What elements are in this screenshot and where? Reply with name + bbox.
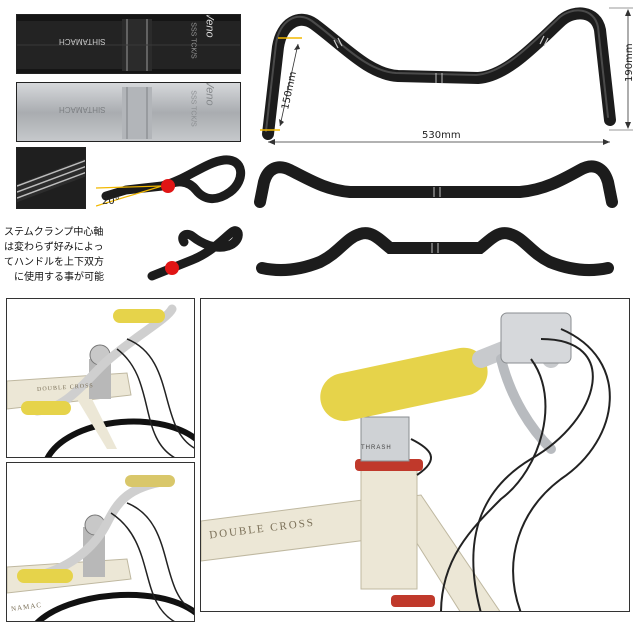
side-profile-down (147, 226, 243, 281)
silver-detail-text: SSS TCK/S (189, 90, 197, 127)
width-dimension-label: 530mm (422, 130, 461, 141)
closeup-brand-text: Veno (203, 14, 216, 38)
bike-photo-upper-left: DOUBLE CROSS (6, 298, 195, 458)
silver-model-text: SIHTAMACH (59, 105, 106, 114)
bar-stripe-closeup (16, 147, 86, 209)
closeup-detail-text: SSS TCK/S (189, 22, 197, 59)
handlebar-shape (262, 7, 616, 140)
stem-brand-text: THRASH (361, 445, 392, 451)
closeup-model-text: SIHTAMACH (59, 37, 106, 46)
bike-photo-main: DOUBLE CROSS THRASH (200, 298, 630, 612)
silver-brand-text: Veno (203, 82, 216, 106)
silver-bar-closeup-graphic (17, 83, 240, 141)
bike-photo-lower-left: NAMAC (6, 462, 195, 622)
usage-note: ステムクランプ中心軸 は変わらず好みによっ てハンドルを上下双方 に使用する事が… (4, 225, 134, 285)
handlebar-front-view-up (254, 160, 618, 208)
drop-dimension-label: 150mm (280, 71, 299, 111)
stripe-closeup-graphic (17, 148, 85, 208)
usage-note-line: ステムクランプ中心軸 (4, 227, 104, 238)
silver-bar-closeup: SIHTAMACH Veno SSS TCK/S (16, 82, 241, 142)
usage-note-line: に使用する事が可能 (14, 272, 104, 283)
angle-dimension-label: 20° (102, 196, 120, 207)
usage-note-line: てハンドルを上下双方 (4, 257, 104, 268)
black-bar-closeup: SIHTAMACH Veno SSS TCK/S (16, 14, 241, 74)
pivot-marker (161, 179, 175, 193)
main-handlebar-diagram: 150mm 530mm 190mm (260, 7, 635, 145)
rise-dimension-label: 190mm (624, 43, 635, 82)
side-profile-up: 20° (96, 155, 245, 207)
usage-note-line: は変わらず好みによっ (4, 242, 104, 253)
pivot-marker-2 (165, 261, 179, 275)
black-bar-closeup-graphic (17, 15, 240, 73)
handlebar-front-view-down (256, 227, 614, 276)
